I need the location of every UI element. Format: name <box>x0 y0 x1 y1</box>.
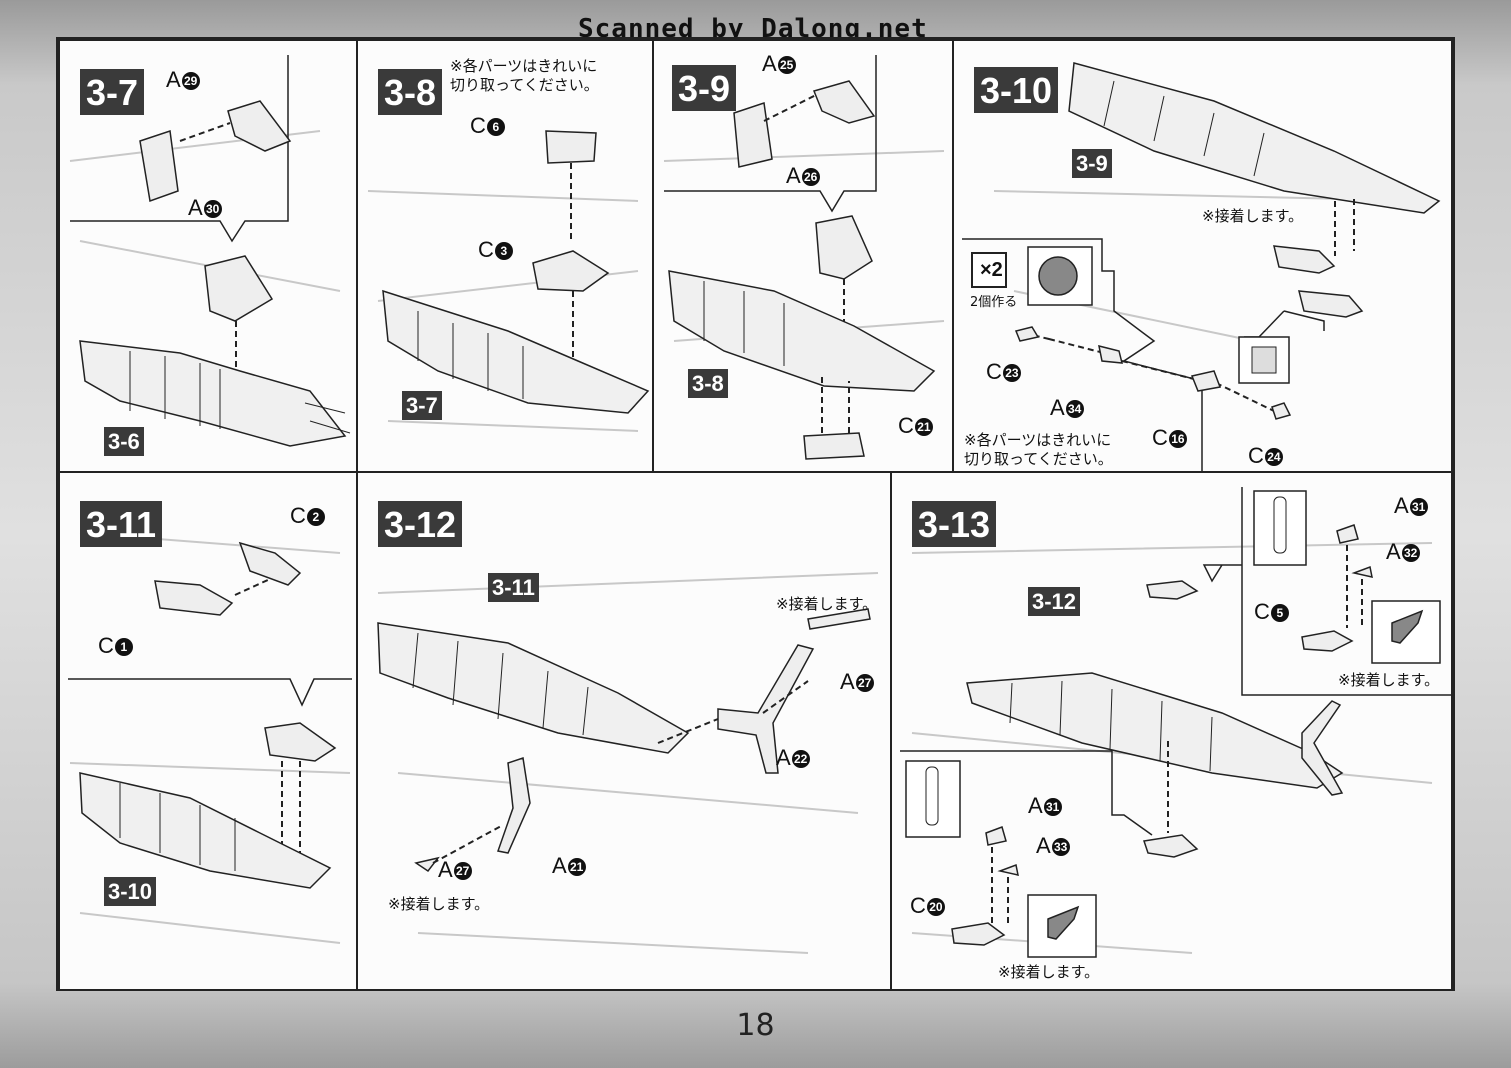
step-3-7-number: 3-7 <box>80 69 145 115</box>
step-3-8-illustration <box>367 130 650 432</box>
step-3-11-number: 3-11 <box>80 501 163 547</box>
step-3-10-illustration <box>962 62 1441 471</box>
make-two-note: 2個作る <box>970 295 1018 310</box>
cut-clean-note: ※各パーツはきれいに 切り取ってください。 <box>450 57 599 94</box>
step-3-12-illustration <box>377 572 879 954</box>
step-3-8-ref-3-7: 3-7 <box>402 391 442 420</box>
glue-note-3-13-top: ※接着します。 <box>1338 671 1440 689</box>
step-3-9-number: 3-9 <box>672 65 737 111</box>
glue-note-3-12-bottom: ※接着します。 <box>388 895 490 913</box>
step-3-13-ref-3-12: 3-12 <box>1028 587 1081 616</box>
step-3-7-illustration <box>69 55 351 447</box>
step-3-13-illustration <box>900 487 1451 958</box>
step-3-12-ref-3-11: 3-11 <box>488 573 539 602</box>
cut-clean-note-3-10: ※各パーツはきれいに 切り取ってください。 <box>964 431 1113 468</box>
step-3-9-illustration <box>663 55 945 460</box>
step-3-11-illustration <box>68 532 352 944</box>
step-3-10-number: 3-10 <box>974 67 1059 113</box>
page-number: 18 <box>736 1008 775 1043</box>
glue-note: ※接着します。 <box>1202 207 1304 225</box>
glue-note-3-12-top: ※接着します。 <box>776 595 878 613</box>
make-two-badge: ×2 <box>980 259 1003 281</box>
step-3-8-number: 3-8 <box>378 69 443 115</box>
step-3-7-ref-3-6: 3-6 <box>104 427 144 456</box>
step-3-11-ref-3-10: 3-10 <box>104 877 157 906</box>
glue-note-3-13-bottom: ※接着します。 <box>998 963 1100 981</box>
step-3-10-ref-3-9: 3-9 <box>1072 149 1112 178</box>
step-3-9-ref-3-8: 3-8 <box>688 369 728 398</box>
step-3-12-number: 3-12 <box>378 501 463 547</box>
step-3-13-number: 3-13 <box>912 501 997 547</box>
